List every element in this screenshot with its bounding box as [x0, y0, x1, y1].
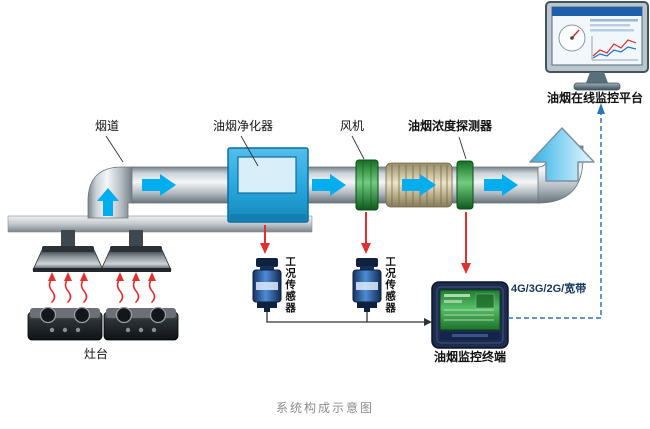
flue-label: 烟道 — [95, 119, 120, 133]
range-hood-right — [100, 230, 172, 272]
trend-line-icon — [592, 39, 637, 57]
monitoring-terminal-device — [431, 281, 509, 349]
signal-arrow-icons — [260, 212, 471, 274]
concentration-detector-label: 油烟浓度探测器 — [408, 119, 493, 133]
concentration-detector-ring — [456, 160, 474, 210]
fan-unit — [355, 159, 379, 211]
stove-label: 灶台 — [84, 347, 109, 361]
condition-sensor-device-1 — [252, 258, 282, 312]
exhaust-arrow-icon — [529, 127, 595, 182]
purifier-label: 油烟净化器 — [213, 119, 274, 133]
condition-sensor-device-2 — [352, 258, 382, 312]
range-hood-left — [32, 230, 104, 272]
purifier-box — [227, 147, 309, 223]
network-link-label: 4G/3G/2G/宽带 — [511, 283, 587, 295]
online-platform-label: 油烟在线监控平台 — [546, 91, 643, 105]
sensor-signal-lines — [266, 312, 432, 326]
stove-left — [27, 306, 103, 341]
condition-sensor-1-label: 工况传感器 — [284, 256, 297, 314]
network-link-line — [508, 103, 605, 319]
condition-sensor-2-label: 工况传感器 — [384, 256, 397, 314]
label-leader-lines — [105, 135, 467, 167]
stove-right — [103, 306, 179, 341]
fan-label: 风机 — [340, 119, 365, 133]
monitoring-terminal-label: 油烟监控终端 — [433, 350, 506, 364]
heat-wave-icons — [47, 271, 157, 303]
platform-monitor — [545, 1, 649, 91]
figure-caption: 系统构成示意图 — [275, 401, 374, 415]
